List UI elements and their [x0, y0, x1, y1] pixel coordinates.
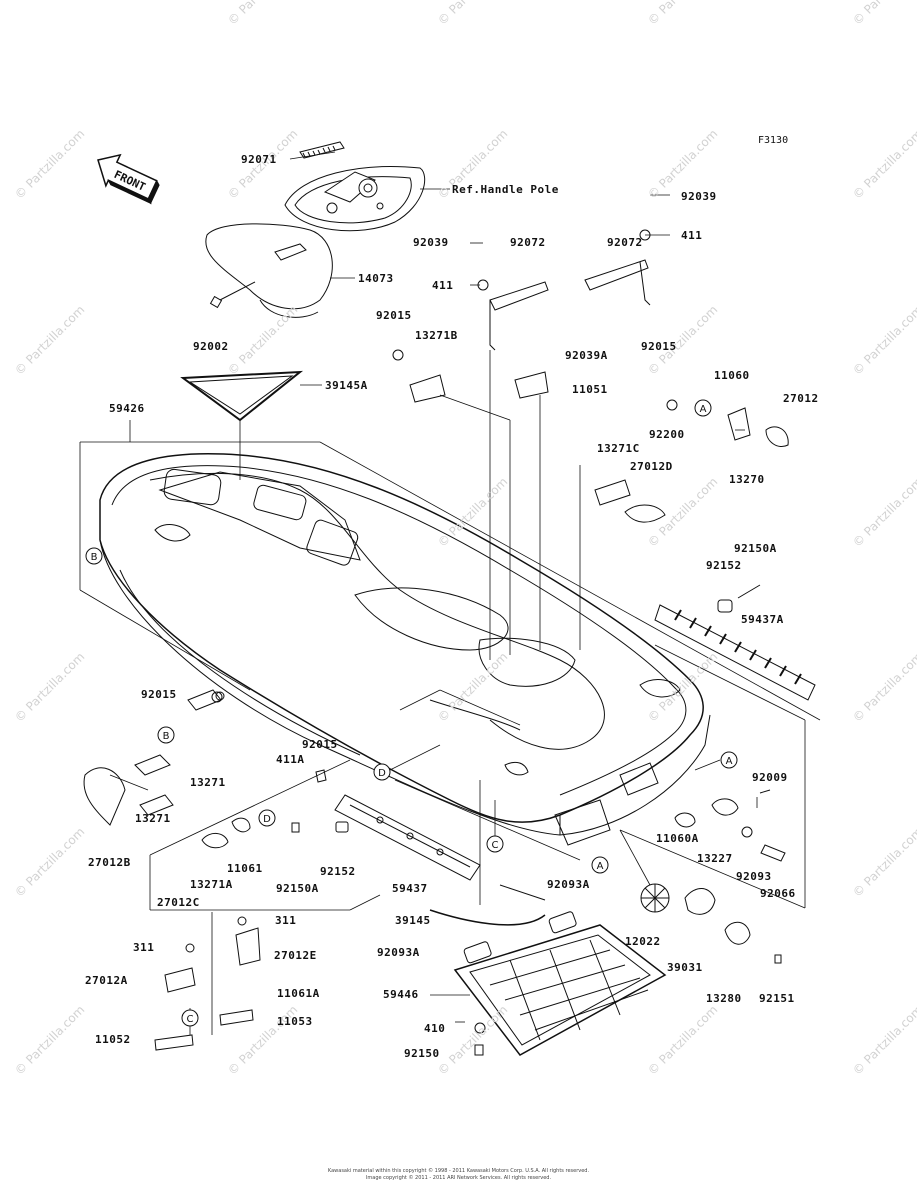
part-label[interactable]: 13280: [706, 992, 742, 1005]
part-label[interactable]: 311: [275, 914, 297, 927]
svg-text:B: B: [91, 552, 98, 563]
part-label[interactable]: 92015: [141, 688, 177, 701]
part-label[interactable]: 13227: [697, 852, 733, 865]
part-label[interactable]: 92039: [681, 190, 717, 203]
svg-text:B: B: [163, 731, 170, 742]
part-label[interactable]: 92093A: [547, 878, 590, 891]
svg-text:C: C: [187, 1014, 194, 1025]
part-label[interactable]: 92066: [760, 887, 796, 900]
callouts: A B A B D D C A C: [85, 399, 738, 1027]
ride-plate-59446: [429, 884, 667, 1056]
part-label[interactable]: 11061: [227, 862, 263, 875]
part-label[interactable]: 59437A: [741, 613, 784, 626]
part-label[interactable]: 411A: [276, 753, 305, 766]
part-label[interactable]: 11060A: [656, 832, 699, 845]
part-label[interactable]: 27012D: [630, 460, 673, 473]
callout-d-1: D: [373, 763, 391, 781]
part-label[interactable]: 411: [681, 229, 703, 242]
callout-a-3: A: [591, 856, 609, 874]
part-label[interactable]: 12022: [625, 935, 661, 948]
callout-d-2: D: [258, 809, 276, 827]
part-label[interactable]: 13271C: [597, 442, 640, 455]
part-label[interactable]: 13271B: [415, 329, 458, 342]
svg-text:A: A: [597, 861, 604, 872]
part-label[interactable]: 92015: [376, 309, 412, 322]
part-label[interactable]: 92152: [706, 559, 742, 572]
part-label[interactable]: 13270: [729, 473, 765, 486]
part-label[interactable]: 13271: [135, 812, 171, 825]
callout-b-1: B: [85, 547, 103, 565]
svg-text:D: D: [263, 814, 271, 825]
part-label[interactable]: 11053: [277, 1015, 313, 1028]
part-label[interactable]: 92072: [607, 236, 643, 249]
part-label[interactable]: 11061A: [277, 987, 320, 1000]
copyright-line-1: Kawasaki material within this copyright …: [327, 1168, 590, 1174]
part-label[interactable]: 92150A: [276, 882, 319, 895]
part-label[interactable]: 39031: [667, 961, 703, 974]
part-label[interactable]: 59437: [392, 882, 428, 895]
part-label[interactable]: 92039: [413, 236, 449, 249]
part-label[interactable]: 92071: [241, 153, 277, 166]
part-label[interactable]: 92002: [193, 340, 229, 353]
figure-code: F3130: [758, 135, 789, 146]
front-arrow-icon: FRONT: [97, 153, 160, 205]
part-label[interactable]: 11051: [572, 383, 608, 396]
side-rail-59437: [334, 794, 481, 881]
part-label[interactable]: 59426: [109, 402, 145, 415]
part-label[interactable]: 39145A: [325, 379, 368, 392]
svg-text:C: C: [492, 840, 499, 851]
misc-brackets: [83, 229, 789, 1056]
part-label[interactable]: 27012: [783, 392, 819, 405]
part-label[interactable]: 92009: [752, 771, 788, 784]
part-label[interactable]: 92093A: [377, 946, 420, 959]
part-label[interactable]: 14073: [358, 272, 394, 285]
part-label[interactable]: 13271A: [190, 878, 233, 891]
callout-a-2: A: [720, 751, 738, 769]
part-label[interactable]: 92015: [302, 738, 338, 751]
part-label[interactable]: 411: [432, 279, 454, 292]
part-label[interactable]: 11052: [95, 1033, 131, 1046]
part-label[interactable]: 92150A: [734, 542, 777, 555]
part-label[interactable]: 27012A: [85, 974, 128, 987]
part-label[interactable]: 92015: [641, 340, 677, 353]
exhaust-parts: [640, 789, 786, 945]
part-label[interactable]: Ref.Handle Pole: [452, 183, 559, 196]
part-label[interactable]: 410: [424, 1022, 446, 1035]
svg-text:A: A: [700, 404, 707, 415]
svg-text:A: A: [726, 756, 733, 767]
callout-c-1: C: [486, 835, 504, 853]
svg-text:D: D: [378, 768, 386, 779]
hull-body: [99, 453, 711, 846]
copyright-line-2: Image copyright © 2011 - 2011 ARI Networ…: [365, 1175, 552, 1181]
part-label[interactable]: 92039A: [565, 349, 608, 362]
seat-seal-39145A: [180, 370, 304, 422]
part-label[interactable]: 27012B: [88, 856, 131, 869]
part-label[interactable]: 92150: [404, 1047, 440, 1060]
part-label[interactable]: 39145: [395, 914, 431, 927]
part-label[interactable]: 27012C: [157, 896, 200, 909]
part-label[interactable]: 13271: [190, 776, 226, 789]
part-label[interactable]: 27012E: [274, 949, 317, 962]
part-label[interactable]: 311: [133, 941, 155, 954]
handle-pole-cover: [284, 141, 426, 232]
part-label[interactable]: 92152: [320, 865, 356, 878]
part-label[interactable]: 92072: [510, 236, 546, 249]
part-label[interactable]: 92200: [649, 428, 685, 441]
side-rail-59437A: [654, 584, 816, 701]
callout-b-2: B: [157, 726, 175, 744]
leader-lines: [79, 151, 821, 1035]
seat-part: [205, 223, 333, 318]
part-label[interactable]: 11060: [714, 369, 750, 382]
callout-a-1: A: [694, 399, 712, 417]
callout-c-2: C: [181, 1009, 199, 1027]
part-label[interactable]: 59446: [383, 988, 419, 1001]
part-label[interactable]: 92093: [736, 870, 772, 883]
part-label[interactable]: 92151: [759, 992, 795, 1005]
